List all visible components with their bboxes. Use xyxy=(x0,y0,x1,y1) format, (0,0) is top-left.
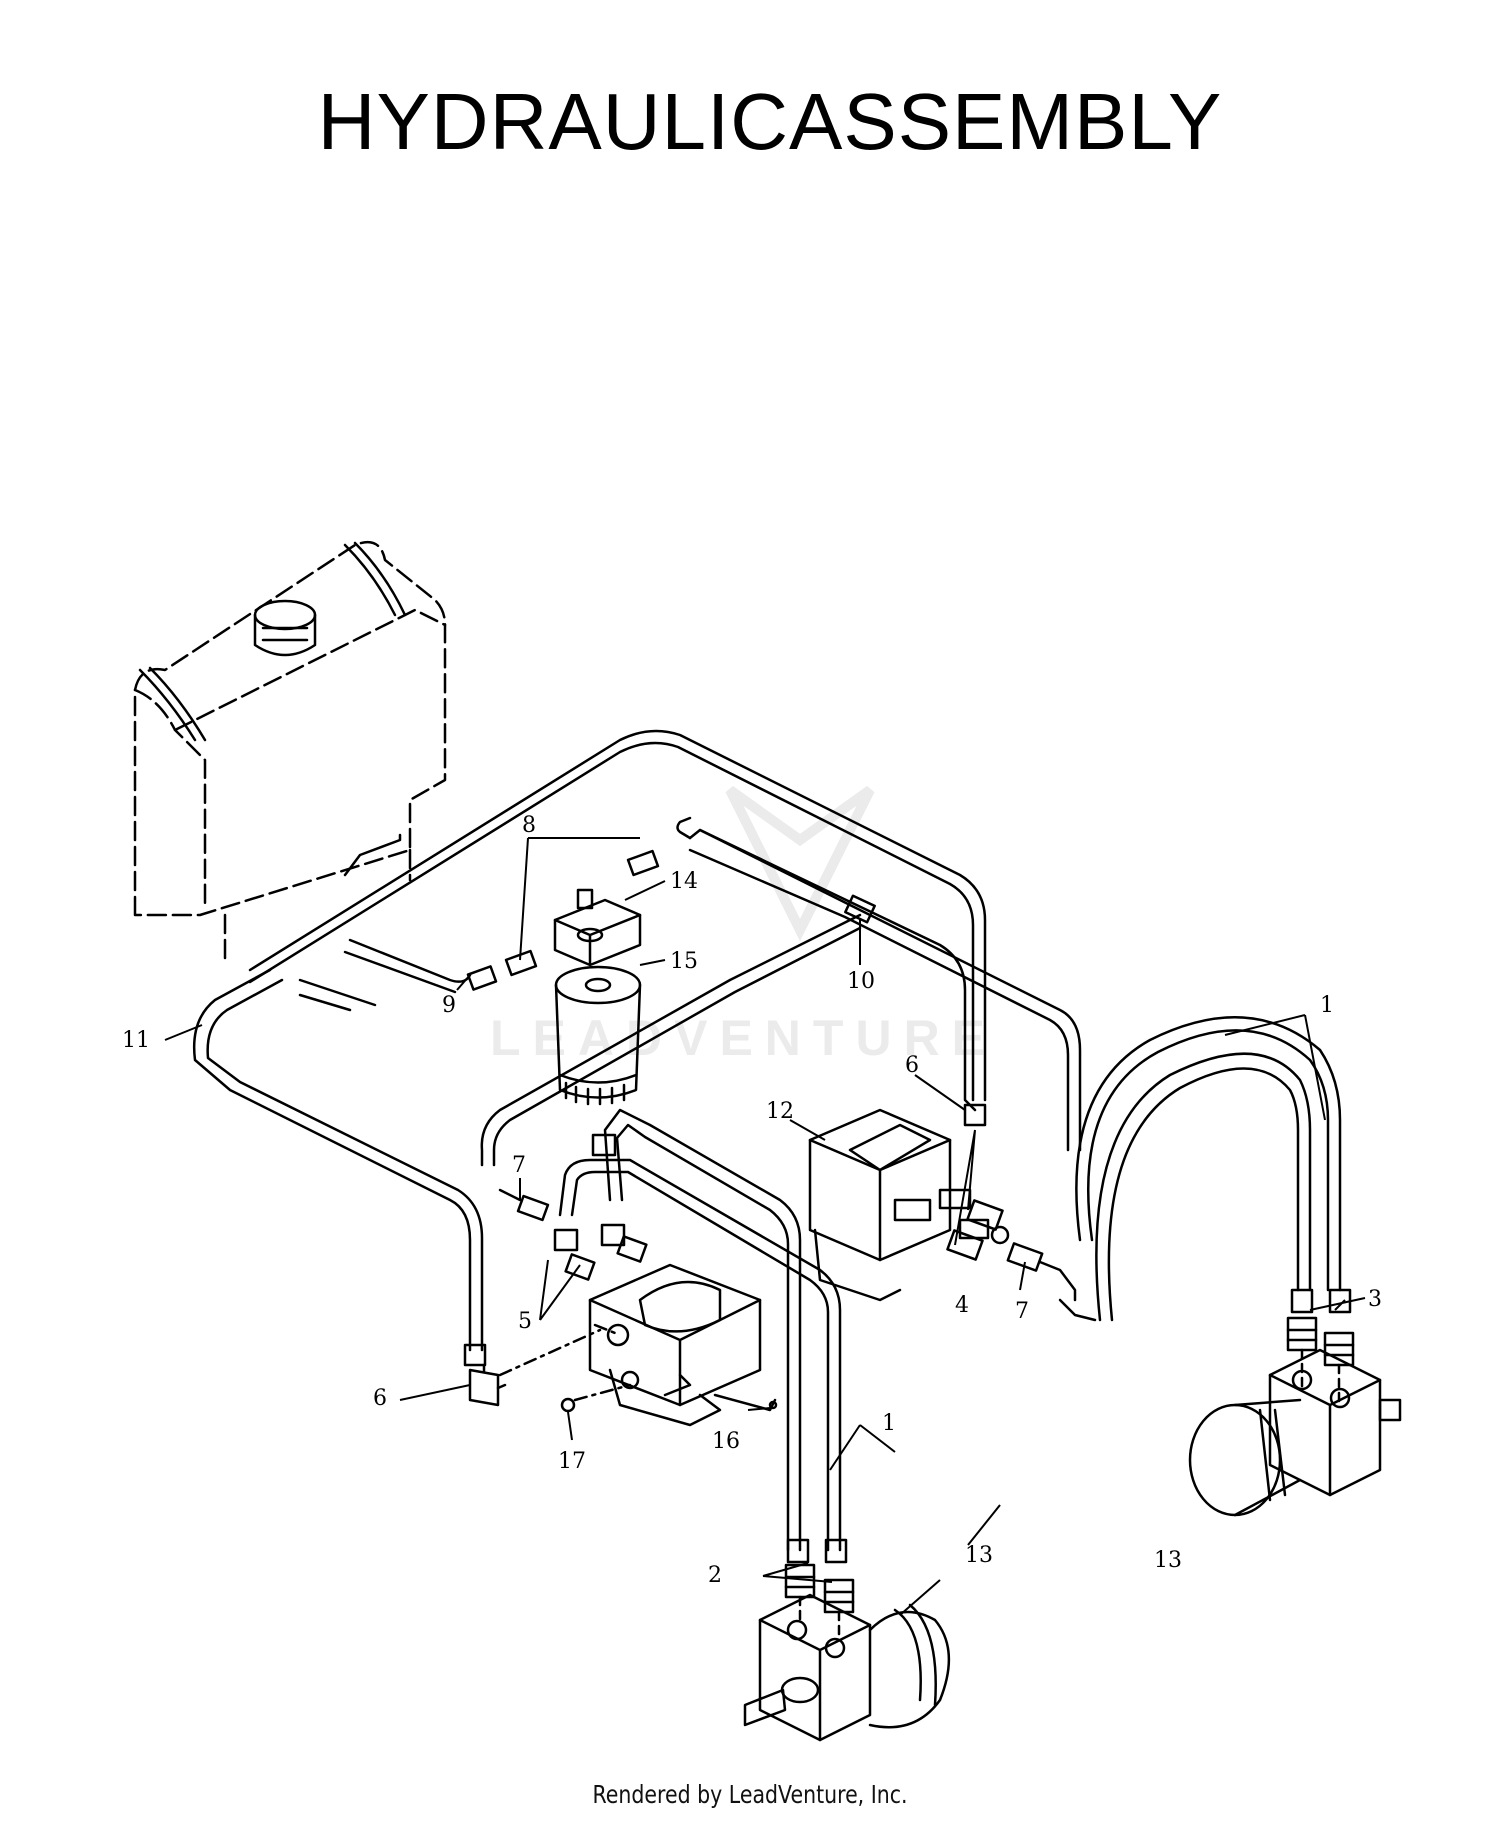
callout-1: 1 xyxy=(1320,993,1334,1018)
callout-7: 7 xyxy=(1015,1299,1029,1324)
callout-10: 10 xyxy=(847,969,875,994)
plug-17 xyxy=(560,1397,576,1413)
fitting-7-left xyxy=(498,1188,550,1222)
watermark-text: LEADVENTURE xyxy=(490,1010,997,1066)
watermark: LEADVENTURE xyxy=(490,785,997,1066)
fitting-8 xyxy=(504,849,660,977)
render-credit: Rendered by LeadVenture, Inc. xyxy=(592,1780,908,1809)
upper-right-tube xyxy=(698,828,987,1127)
tank-edge-detail xyxy=(138,541,407,742)
hydraulic-pump xyxy=(588,1263,762,1427)
callout-17: 17 xyxy=(558,1449,586,1474)
callout-13: 13 xyxy=(965,1543,993,1568)
callout-11: 11 xyxy=(122,1028,150,1053)
callout-3: 3 xyxy=(1368,1287,1382,1312)
upper-hydraulic-tube xyxy=(248,729,987,1102)
fitting-4 xyxy=(946,1199,1004,1261)
callout-14: 14 xyxy=(670,869,698,894)
callout-6: 6 xyxy=(905,1053,919,1078)
pump-centerlines xyxy=(498,1323,632,1402)
callout-13: 13 xyxy=(1154,1548,1182,1573)
hose-1-right xyxy=(1058,1016,1352,1322)
callouts: 1 1 2 3 4 5 6 6 7 7 8 9 10 11 12 13 13 1… xyxy=(122,813,1382,1588)
callout-2: 2 xyxy=(708,1563,722,1588)
callout-7: 7 xyxy=(512,1153,526,1178)
callout-4: 4 xyxy=(955,1293,969,1318)
pump-pin-16 xyxy=(713,1393,778,1412)
oil-filter-head xyxy=(553,888,642,967)
leader-lines xyxy=(164,837,1366,1616)
callout-6: 6 xyxy=(373,1386,387,1411)
tee-fitting-10 xyxy=(480,816,1082,1167)
callout-8: 8 xyxy=(522,813,536,838)
callout-12: 12 xyxy=(766,1099,794,1124)
tube-line-11 xyxy=(193,968,487,1367)
fitting-6-left xyxy=(468,1363,507,1407)
control-valve-12 xyxy=(808,1108,1010,1302)
fitting-7-right xyxy=(1006,1242,1077,1302)
callout-9: 9 xyxy=(442,993,456,1018)
page-title: HYDRAULICASSEMBLY xyxy=(317,77,1223,166)
filter-hose-9 xyxy=(298,938,498,1012)
callout-1: 1 xyxy=(882,1411,896,1436)
callout-15: 15 xyxy=(670,949,698,974)
hydraulic-tank xyxy=(133,540,447,962)
hydraulic-motor-13-right xyxy=(1188,1348,1402,1517)
fitting-3 xyxy=(1286,1316,1355,1407)
hydraulic-motor-13-bottom xyxy=(743,1593,951,1742)
callout-16: 16 xyxy=(712,1429,740,1454)
tank-filler-cap xyxy=(253,599,317,657)
callout-5: 5 xyxy=(518,1309,532,1334)
fitting-5 xyxy=(553,1223,648,1281)
pump-tubes xyxy=(558,1108,848,1564)
